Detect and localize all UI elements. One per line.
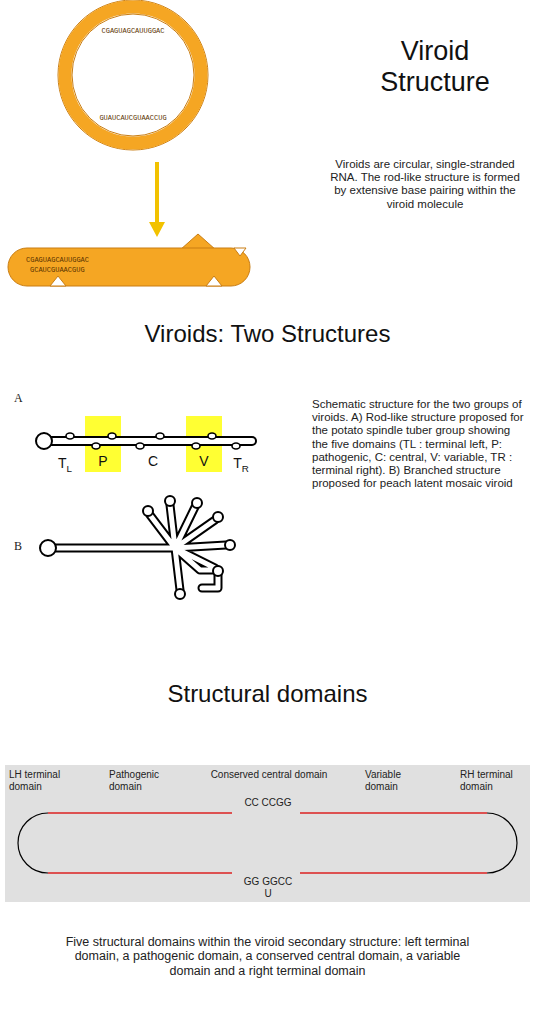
domain-label: LH terminal domain <box>9 769 77 792</box>
branch-loops <box>40 496 235 599</box>
viroid-ring <box>65 7 201 143</box>
domain-panel <box>5 765 530 902</box>
arrow-shaft <box>155 162 159 224</box>
rod-notch <box>206 276 222 286</box>
rod-notch <box>50 276 66 286</box>
sequence-label: GUAUCAUCGUAACCUG <box>83 114 183 122</box>
text-label: P <box>90 453 116 469</box>
text-label: B <box>14 540 34 554</box>
domain-label: RH terminal domain <box>460 769 526 792</box>
viroid-rod <box>8 248 250 286</box>
domain-label: Conserved central domain <box>201 769 337 781</box>
rod-bubbles <box>66 433 240 449</box>
domain-label: Variable domain <box>365 769 431 792</box>
left-loop <box>18 813 48 873</box>
rod-outline <box>50 436 252 446</box>
ring-edge <box>58 0 208 150</box>
text-label: A <box>14 392 34 406</box>
right-loop <box>487 813 517 873</box>
text-label: C <box>140 453 166 469</box>
sequence-label: CGAGUAGCAUUGGAC <box>26 256 116 264</box>
text-label: TR <box>228 455 254 471</box>
text-label: TL <box>52 455 78 471</box>
terminal-loop <box>36 433 52 449</box>
domain-label: Pathogenic domain <box>109 769 187 792</box>
strand-lines <box>48 813 487 873</box>
sequence-label: U <box>233 888 303 900</box>
sequence-label: CC CCGG <box>233 797 303 809</box>
sequence-label: GG GGCC <box>233 876 303 888</box>
branch-inner <box>55 505 226 590</box>
sequence-label: GCAUCGUAACGUG <box>30 266 120 274</box>
domain-panel: LH terminal domain Pathogenic domain Conse… <box>5 765 530 902</box>
heading: Viroids: Two Structures <box>0 320 535 348</box>
caption: Five structural domains within the viroi… <box>55 935 480 978</box>
sequence-label: CGAGUAGCAUUGGAC <box>88 27 178 35</box>
rod-notch <box>234 248 246 256</box>
text-label: Schematic structure for the two groups o… <box>312 398 527 491</box>
arrow-head <box>149 222 165 237</box>
heading: Structural domains <box>0 680 535 708</box>
rod-inner <box>50 438 252 444</box>
heading: Viroid Structure <box>355 36 515 98</box>
text-label: Viroids are circular, single-stranded RN… <box>325 158 525 211</box>
ring-edge <box>72 14 194 136</box>
text-label: V <box>191 453 217 469</box>
branch-outline <box>55 505 226 590</box>
